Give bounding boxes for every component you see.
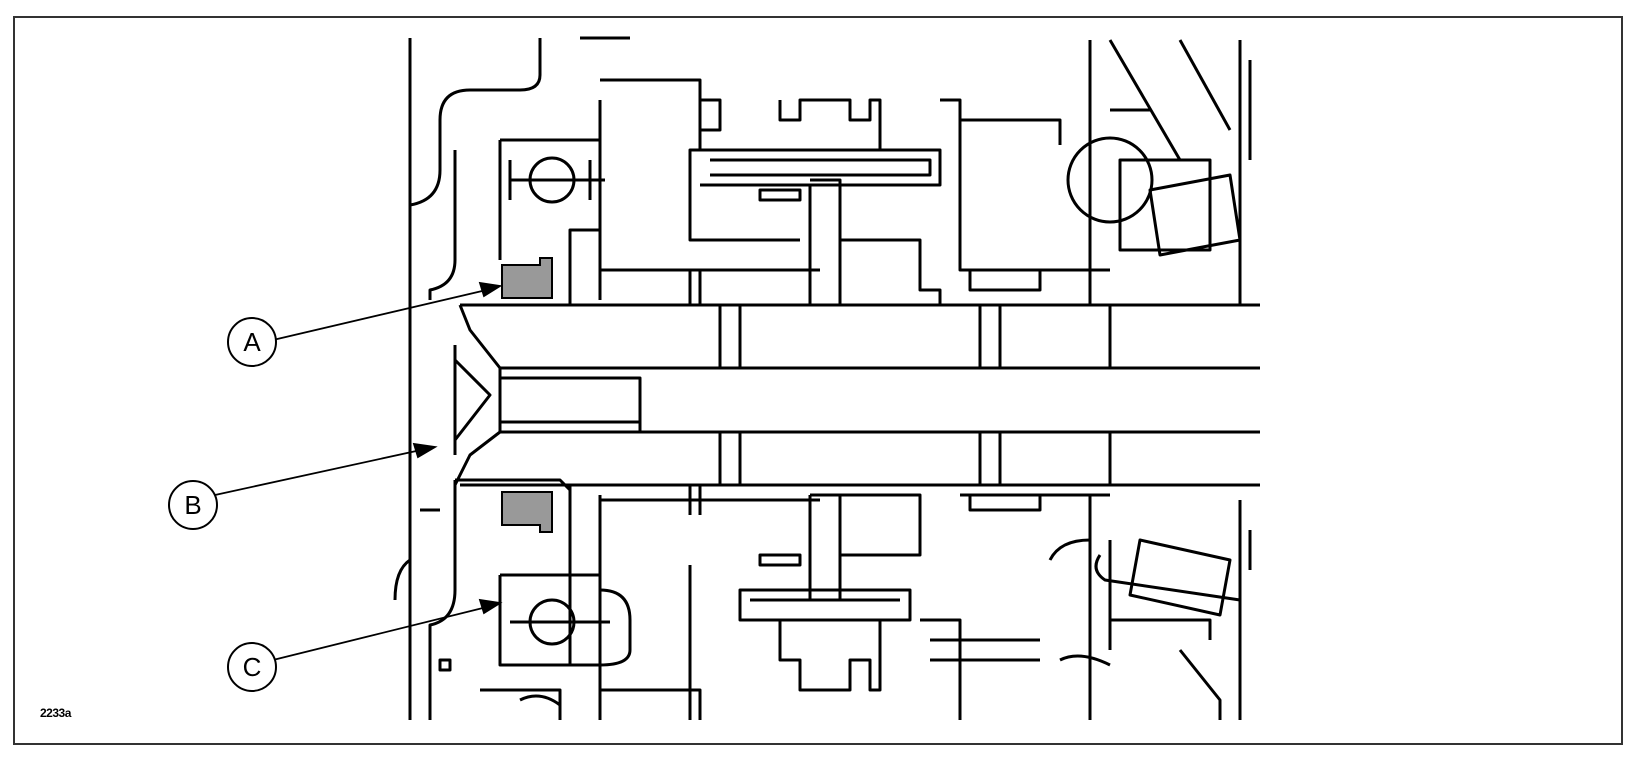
lower-bearing	[498, 485, 632, 720]
callout-a-arrowhead	[478, 281, 503, 298]
callout-c-leader	[272, 604, 496, 661]
upper-gear-block	[600, 78, 942, 305]
lower-seal	[501, 491, 553, 533]
center-hub	[718, 305, 1112, 485]
callout-a-label: A	[243, 327, 261, 357]
upper-bearing	[498, 100, 605, 305]
housing-left-wall	[393, 36, 630, 720]
upper-right-block	[940, 39, 1252, 305]
callout-a-leader	[272, 287, 496, 341]
figure-id: 2233a	[40, 706, 71, 720]
lower-gear-block	[600, 485, 1040, 720]
upper-seal	[501, 257, 553, 299]
shaft-end-taper	[453, 304, 502, 486]
callout-a-circle	[227, 317, 277, 367]
main-shaft	[460, 303, 1260, 487]
callout-c-circle	[227, 642, 277, 692]
callout-b-leader	[214, 447, 431, 496]
lower-housing	[420, 478, 572, 720]
callout-b-circle	[168, 480, 218, 530]
callout-b-arrowhead	[412, 442, 438, 459]
callout-b-label: B	[184, 490, 201, 520]
diagram-frame	[13, 16, 1623, 745]
callout-c-arrowhead	[478, 598, 503, 615]
lower-right-block	[960, 493, 1252, 720]
callout-c-label: C	[243, 652, 262, 682]
